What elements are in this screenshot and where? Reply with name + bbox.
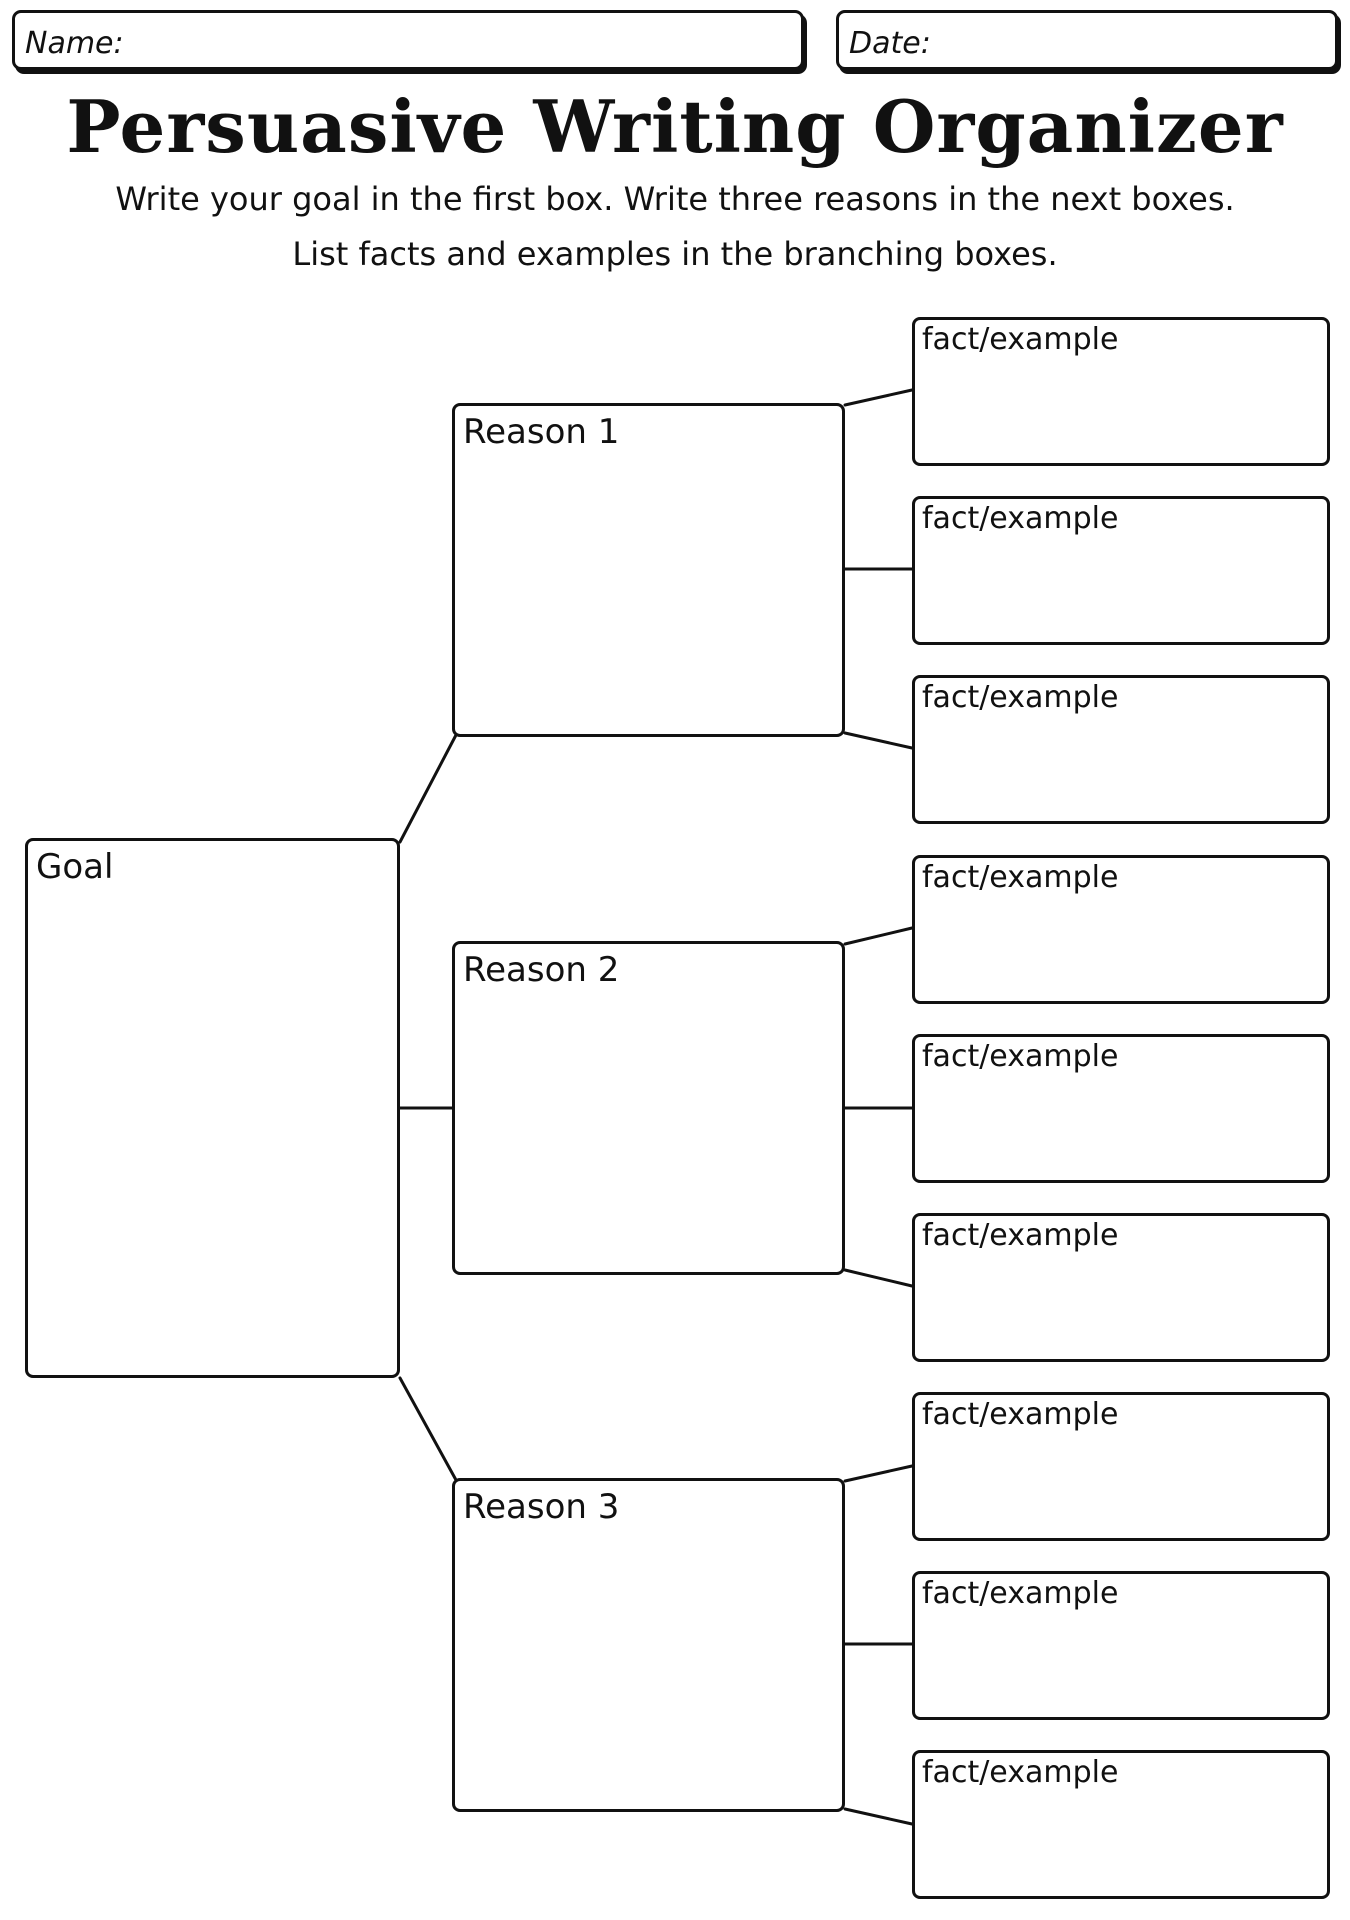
- fact-example-label: fact/example: [922, 1397, 1119, 1432]
- fact-example-label: fact/example: [922, 1039, 1119, 1074]
- connector-reason-2-fact-3: [843, 1268, 914, 1288]
- fact-example-label: fact/example: [922, 1218, 1119, 1253]
- reason-2-fact-1-box[interactable]: fact/example: [912, 855, 1330, 1004]
- reason-1-fact-3-box[interactable]: fact/example: [912, 675, 1330, 824]
- fact-example-label: fact/example: [922, 680, 1119, 715]
- reason-3-fact-2-box[interactable]: fact/example: [912, 1571, 1330, 1720]
- connector-goal-reason-1: [398, 733, 458, 844]
- reason-1-label: Reason 1: [463, 412, 620, 452]
- instructions-line-2: List facts and examples in the branching…: [292, 235, 1058, 273]
- name-label: Name:: [25, 26, 124, 61]
- connector-reason-1-fact-1: [843, 388, 914, 407]
- connector-reason-2-fact-1: [843, 926, 914, 946]
- fact-example-label: fact/example: [922, 1576, 1119, 1611]
- goal-box[interactable]: Goal: [25, 838, 400, 1378]
- fact-example-label: fact/example: [922, 322, 1119, 357]
- reason-2-fact-2-box[interactable]: fact/example: [912, 1034, 1330, 1183]
- date-field[interactable]: Date:: [836, 10, 1338, 70]
- reason-3-fact-3-box[interactable]: fact/example: [912, 1750, 1330, 1899]
- reason-1-fact-2-box[interactable]: fact/example: [912, 496, 1330, 645]
- reason-2-fact-3-box[interactable]: fact/example: [912, 1213, 1330, 1362]
- fact-example-label: fact/example: [922, 501, 1119, 536]
- reason-1-box[interactable]: Reason 1: [452, 403, 845, 737]
- reason-1-fact-1-box[interactable]: fact/example: [912, 317, 1330, 466]
- reason-2-box[interactable]: Reason 2: [452, 941, 845, 1275]
- instructions-line-1: Write your goal in the first box. Write …: [115, 180, 1235, 218]
- connector-reason-1-fact-3: [843, 731, 914, 750]
- date-label: Date:: [849, 26, 931, 61]
- connector-reason-3-fact-1: [843, 1464, 914, 1483]
- name-field[interactable]: Name:: [12, 10, 804, 70]
- reason-3-fact-1-box[interactable]: fact/example: [912, 1392, 1330, 1541]
- goal-label: Goal: [36, 847, 114, 887]
- reason-3-box[interactable]: Reason 3: [452, 1478, 845, 1812]
- connector-goal-reason-3: [398, 1376, 458, 1482]
- fact-example-label: fact/example: [922, 1755, 1119, 1790]
- reason-2-label: Reason 2: [463, 950, 620, 990]
- connector-reason-3-fact-3: [843, 1807, 914, 1826]
- reason-3-label: Reason 3: [463, 1487, 620, 1527]
- fact-example-label: fact/example: [922, 860, 1119, 895]
- page-title: Persuasive Writing Organizer: [66, 84, 1284, 169]
